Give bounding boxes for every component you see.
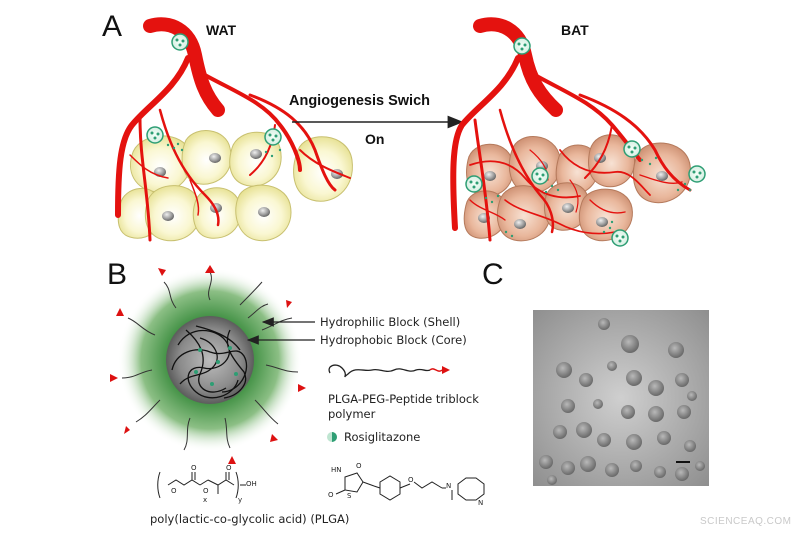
core-drug-dots xyxy=(194,346,238,386)
wat-cells xyxy=(117,130,353,242)
panel-a-letter: A xyxy=(102,10,123,43)
rosiglitazone-structure xyxy=(335,472,485,501)
bat-vessels xyxy=(450,17,692,242)
arrow-top-label: Angiogenesis Swich xyxy=(289,93,430,109)
peptide-markers xyxy=(110,265,306,464)
plga-atom-o-3: O xyxy=(203,487,209,495)
plga-subscript-y: y xyxy=(238,496,243,504)
wat-drug-vesicles xyxy=(146,33,282,158)
wat-label: WAT xyxy=(206,22,237,38)
plga-atom-oh: OH xyxy=(246,480,257,488)
rosi-atom-o-3: O xyxy=(408,476,414,484)
nanoparticle xyxy=(110,265,306,464)
polymer-label-2: polymer xyxy=(328,407,376,421)
rosi-atom-hn: HN xyxy=(331,466,342,474)
rosiglitazone-legend-dot xyxy=(327,432,337,442)
panel-b-letter: B xyxy=(107,258,128,291)
tem-particles xyxy=(539,318,705,485)
polymer-label-1: PLGA-PEG-Peptide triblock xyxy=(328,392,479,406)
plga-atom-o-4: O xyxy=(226,464,232,472)
watermark: SCIENCEAQ.COM xyxy=(700,516,792,527)
shell-label: Hydrophilic Block (Shell) xyxy=(320,315,461,329)
core-label: Hydrophobic Block (Core) xyxy=(320,333,467,347)
core-polymer-tangle xyxy=(171,325,248,399)
plga-caption: poly(lactic-co-glycolic acid) (PLGA) xyxy=(150,512,350,526)
rosi-atom-o-1: O xyxy=(328,491,334,499)
nanoparticle-core xyxy=(166,316,254,404)
tem-image xyxy=(533,310,709,486)
peg-chains xyxy=(121,271,299,451)
wat-tissue xyxy=(115,17,353,242)
triblock-polymer-icon xyxy=(328,364,450,378)
panel-c-letter: C xyxy=(482,258,504,291)
rosi-atom-o-2: O xyxy=(356,462,362,470)
wat-vessels xyxy=(115,17,351,242)
rosi-atom-s: S xyxy=(347,492,352,500)
bat-label: BAT xyxy=(561,22,589,38)
rosi-atom-n-2: N xyxy=(478,499,484,507)
plga-structure xyxy=(157,471,246,499)
arrow-bottom-label: On xyxy=(365,131,385,147)
bat-tissue xyxy=(450,17,706,247)
rosiglitazone-label: Rosiglitazone xyxy=(344,430,421,444)
bat-drug-vesicles xyxy=(465,37,706,247)
plga-subscript-x: x xyxy=(203,496,208,504)
rosi-atom-n-1: N xyxy=(446,482,452,490)
plga-atom-o-2: O xyxy=(191,464,197,472)
plga-atom-o-1: O xyxy=(171,487,177,495)
